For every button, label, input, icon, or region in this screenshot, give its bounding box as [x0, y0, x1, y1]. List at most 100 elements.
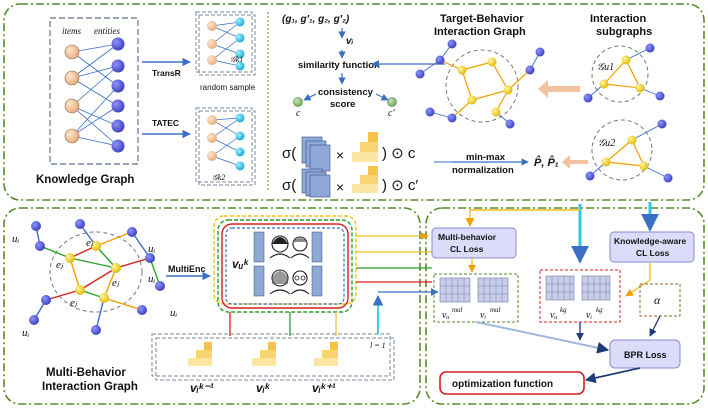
- e-label-4: eⱼ: [70, 297, 78, 309]
- stair-block-2: [352, 166, 378, 193]
- item-layer-box: [151, 333, 391, 377]
- kg-entities-label: entities: [94, 26, 120, 36]
- l-equals-label: l = 1: [370, 341, 386, 350]
- times-2: ×: [336, 179, 344, 195]
- e-label-2: eⱼ: [56, 259, 64, 271]
- odot-c: ) ⊙ c: [382, 145, 416, 162]
- encoder-box-blue: [225, 227, 345, 305]
- subgraph-g2: 𝒢u2: [585, 119, 673, 183]
- optimization-function-box: optimization function: [439, 371, 585, 395]
- normalization-label: normalization: [452, 165, 514, 176]
- subgraphs-title-1: Interaction: [590, 13, 647, 25]
- vik-label: vᵢᵏ: [256, 381, 271, 395]
- target-behavior-title-2: Interaction Graph: [434, 26, 526, 38]
- v-u-kg-sup: kg: [560, 306, 567, 314]
- ka-cl-label-1: Knowledge-aware: [614, 236, 687, 246]
- mul-embeddings: vᵤ mul vᵢ mul: [433, 273, 519, 323]
- knowledge-aware-cl-loss: Knowledge-aware CL Loss: [609, 231, 695, 263]
- times-1: ×: [336, 147, 344, 163]
- sigma-2: σ(: [282, 177, 296, 194]
- e-label-1: eⱼ: [86, 237, 94, 249]
- mb-cl-label-1: Multi-behavior: [438, 232, 497, 242]
- tatec-label: TATEC: [152, 118, 179, 128]
- matrix-stack-1: [301, 136, 331, 172]
- u-label-3: uᵢ: [148, 273, 156, 285]
- vik-minus-label: vᵢᵏ⁻¹: [190, 381, 214, 395]
- transr-label: TransR: [152, 68, 181, 78]
- kg-entity-nodes: [111, 37, 125, 153]
- sigma-1: σ(: [282, 145, 296, 162]
- c-node: [293, 97, 303, 107]
- avatar-2: [290, 236, 310, 259]
- top-panel-frame: [3, 3, 705, 201]
- optimization-label: optimization function: [452, 379, 553, 390]
- target-behavior-title-1: Target-Behavior: [440, 13, 524, 25]
- item-stair-blocks: [188, 342, 338, 366]
- avatar-4: [290, 270, 310, 295]
- bottom-right-panel-frame: [425, 207, 705, 405]
- p-hat-label: P̂, P̂₁: [534, 156, 559, 169]
- consistency-label: consistency: [318, 87, 374, 98]
- subgraph-to-p-arrow: [562, 155, 588, 169]
- formula-section: σ( × ) ⊙ c σ( × ) ⊙ c′ min-max normaliza…: [282, 132, 588, 198]
- alpha-label: α: [654, 293, 661, 307]
- subgraph-g1: 𝒢u1: [583, 43, 665, 103]
- similarity-function-label: similarity function: [298, 60, 380, 71]
- sample-top-label: 𝒢k1: [230, 55, 243, 64]
- sample-bottom-label: 𝒢k2: [212, 173, 225, 182]
- target-behavior-graph: [415, 39, 545, 129]
- v-i-kg: vᵢ: [586, 310, 592, 321]
- user-embedding: vᵤᵏ: [232, 231, 323, 297]
- v-i-mul: vᵢ: [480, 310, 486, 321]
- sample-graph-bottom: 𝒢k2: [195, 107, 256, 186]
- vi-label: vᵢ: [346, 36, 354, 47]
- mb-title-1: Multi-Behavior: [46, 367, 126, 379]
- minmax-label: min-max: [466, 152, 506, 163]
- u-label-5: uᵢ: [22, 327, 30, 339]
- vuk-label: vᵤᵏ: [232, 257, 250, 271]
- kg-embeddings: vᵤ kg vᵢ kg: [539, 269, 621, 323]
- u-label-4: uᵢ: [170, 307, 178, 319]
- kg-title: Knowledge Graph: [36, 174, 134, 186]
- bottom-left-panel-frame: [3, 207, 421, 405]
- kg-items-label: items: [62, 26, 81, 36]
- subgraph-to-target-arrow: [538, 80, 580, 98]
- e-label-3: eⱼ: [112, 277, 120, 289]
- mb-cl-label-2: CL Loss: [450, 244, 484, 254]
- v-i-mul-sup: mul: [490, 306, 501, 314]
- c-label: c: [296, 108, 301, 119]
- c-prime-label: c′: [388, 108, 395, 119]
- bpr-loss: BPR Loss: [609, 339, 681, 369]
- multi-behavior-graph: uᵢ uᵢ uᵢ uᵢ uᵢ eⱼ eⱼ eⱼ eⱼ Multi-Behavio…: [12, 219, 178, 393]
- g1-label: 𝒢u1: [597, 62, 614, 73]
- alpha-box: α: [639, 283, 681, 317]
- knowledge-graph: items entities Knowledge Graph: [36, 17, 139, 186]
- g2-label: 𝒢u2: [598, 138, 615, 149]
- avatar-1: [269, 235, 291, 259]
- stair-block-1: [352, 132, 378, 162]
- v-i-kg-sup: kg: [596, 306, 603, 314]
- kg-item-nodes: [64, 44, 80, 144]
- encoder-box-red: [221, 223, 349, 309]
- random-sample-label: random sample: [200, 83, 256, 92]
- multienc-label: MultiEnc: [168, 264, 206, 274]
- v-u-mul: vᵤ: [442, 310, 449, 321]
- ka-cl-label-2: CL Loss: [636, 248, 670, 258]
- avatar-3: [269, 269, 291, 295]
- odot-c-prime: ) ⊙ c′: [382, 177, 418, 194]
- subgraphs-title-2: subgraphs: [596, 26, 652, 38]
- encoder-box-green: [217, 219, 353, 313]
- sample-graph-top: 𝒢k1: [195, 11, 256, 76]
- v-u-mul-sup: mul: [452, 306, 463, 314]
- tuple-label: (g₁, g′₁, g₂, g′₂): [282, 14, 350, 25]
- matrix-stack-2: [301, 168, 331, 198]
- vik-plus-label: vᵢᵏ⁺¹: [312, 381, 336, 395]
- mb-title-2: Interaction Graph: [42, 381, 138, 393]
- bpr-loss-label: BPR Loss: [624, 350, 667, 360]
- score-label: score: [330, 99, 355, 110]
- u-label-2: uᵢ: [148, 243, 156, 255]
- v-u-kg: vᵤ: [550, 310, 557, 321]
- similarity-section: (g₁, g′₁, g₂, g′₂) vᵢ similarity functio…: [282, 14, 397, 119]
